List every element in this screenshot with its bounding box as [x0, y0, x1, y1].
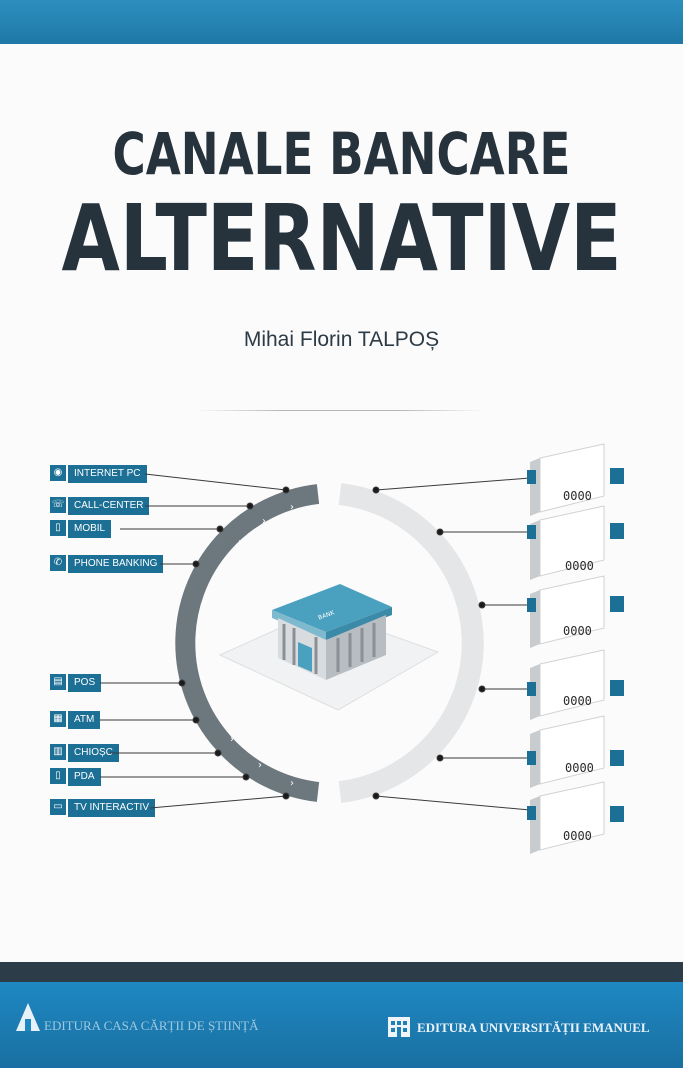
account-number-1: 0000 [565, 559, 594, 573]
svg-text:›: › [290, 778, 294, 789]
pos-terminal-icon: ▤ [50, 674, 66, 690]
top-color-band [0, 0, 683, 44]
title-line-1: CANALE BANCARE [112, 120, 571, 188]
separator-line [196, 410, 484, 411]
title-line-2: ALTERNATIVE [61, 185, 622, 292]
pda-icon: ▯ [50, 768, 66, 784]
channel-label-atm: ATM [68, 711, 101, 729]
atm-icon: ▦ [50, 711, 66, 727]
svg-text:›: › [230, 734, 234, 745]
bank-platform [218, 609, 440, 711]
svg-text:›: › [290, 502, 294, 513]
publisher-logo-right-icon [388, 1017, 410, 1037]
bottom-color-band [0, 982, 683, 1068]
svg-text:›: › [217, 564, 221, 575]
svg-text:›: › [238, 537, 242, 548]
svg-text:›: › [200, 672, 204, 683]
left-channel-arc [175, 484, 320, 802]
channel-label-tv-interactiv: TV INTERACTIV [68, 799, 156, 817]
channel-label-pda: PDA [68, 768, 101, 786]
bank-sign: BANK [317, 609, 336, 622]
globe-icon: ◉ [50, 465, 66, 481]
bank-building-icon [272, 584, 392, 680]
account-card: 0000 [527, 715, 624, 788]
tv-icon: ▭ [50, 799, 66, 815]
account-card: 0000 [527, 443, 624, 516]
mobile-phone-icon: ▯ [50, 520, 66, 536]
account-card: 0000 [527, 505, 624, 580]
channel-label-internet-pc: INTERNET PC [68, 465, 147, 483]
channel-label-chiosc: CHIOȘC [68, 744, 119, 762]
account-number-4: 0000 [565, 761, 594, 775]
account-card: 0000 [527, 781, 624, 854]
account-number-2: 0000 [563, 624, 592, 638]
svg-text:›: › [212, 704, 216, 715]
right-account-arc [338, 483, 484, 803]
account-number-5: 0000 [563, 829, 592, 843]
publisher-left: EDITURA CASA CĂRȚII DE ȘTIINȚĂ [44, 1018, 259, 1033]
account-number-3: 0000 [563, 694, 592, 708]
kiosk-icon: ▥ [50, 744, 66, 760]
account-card: 0000 [527, 649, 624, 720]
publisher-logo-left-icon [16, 1003, 40, 1031]
channel-label-call-center: CALL-CENTER [68, 497, 150, 515]
channel-label-pos: POS [68, 674, 102, 692]
phone-icon: ✆ [50, 555, 66, 571]
svg-text:›: › [262, 516, 266, 527]
author-name: Mihai Florin TALPOȘ [243, 328, 440, 351]
channel-label-phone-banking: PHONE BANKING [68, 555, 164, 573]
svg-text:•: • [203, 596, 209, 607]
account-number-0: 0000 [563, 489, 592, 503]
channel-label-mobil: MOBIL [68, 520, 112, 538]
svg-text:•: • [196, 632, 202, 643]
bottom-dark-stripe [0, 962, 683, 982]
account-card: 0000 [527, 575, 624, 648]
publisher-right: EDITURA UNIVERSITĂȚII EMANUEL [417, 1020, 650, 1035]
svg-text:›: › [258, 760, 262, 771]
headset-icon: ☏ [50, 497, 66, 513]
